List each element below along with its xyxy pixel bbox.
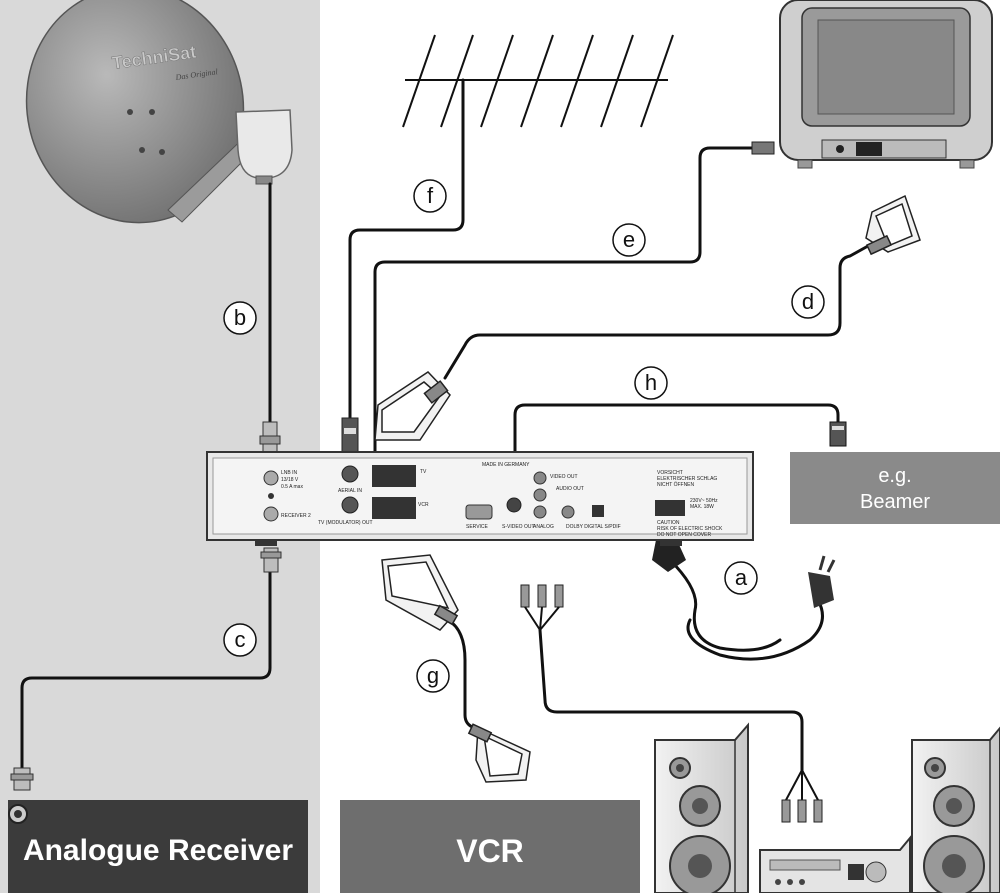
panel-vcr: VCR [418, 502, 429, 508]
beamer-label-line1: e.g. [878, 465, 911, 487]
connector-label-e: e [612, 223, 646, 257]
analogue-receiver-label: Analogue Receiver [23, 834, 293, 867]
svg-text:b: b [234, 305, 246, 330]
svg-text:g: g [427, 663, 439, 688]
panel-warning2: ELEKTRISCHER SCHLAG [657, 476, 717, 482]
connector-label-h: h [634, 366, 668, 400]
connector-label-b: b [223, 301, 257, 335]
panel-caution3: DO NOT OPEN COVER [657, 532, 711, 538]
vcr-label: VCR [456, 833, 524, 869]
panel-made-in: MADE IN GERMANY [482, 462, 530, 468]
coax-plug-lnb [259, 421, 281, 453]
connector-label-d: d [791, 285, 825, 319]
panel-aerial-in: AERIAL IN [338, 488, 362, 494]
connector-label-g: g [416, 659, 450, 693]
connector-label-a: a [724, 561, 758, 595]
panel-tv-modulator: TV (MODULATOR) OUT [318, 520, 373, 526]
power-plug-icon [652, 538, 836, 608]
vcr-box: VCR [340, 800, 640, 893]
scart-plug-g-receiver [381, 554, 459, 631]
scart-plug-g-vcr [467, 723, 531, 783]
panel-warning3: NICHT ÖFFNEN [657, 481, 695, 488]
svg-text:h: h [645, 370, 657, 395]
receiver-rear-panel: LNB IN 13/18 V 0.5 A max RECEIVER 2 AERI… [206, 451, 754, 546]
coax-plug-aerial [341, 417, 359, 453]
svg-text:a: a [735, 565, 748, 590]
panel-caution2: RISK OF ELECTRIC SHOCK [657, 526, 723, 532]
connector-label-c: c [223, 623, 257, 657]
rca-plugs-amplifier [781, 769, 823, 823]
panel-service: SERVICE [466, 524, 489, 530]
panel-lnb-spec2: 0.5 A max [281, 484, 303, 490]
cables [20, 78, 870, 772]
panel-analog: ANALOG [533, 524, 554, 530]
panel-warning1: VORSICHT [657, 470, 683, 476]
right-speaker-icon [911, 726, 1000, 893]
coax-plug-analogue-receiver [10, 767, 34, 791]
left-speaker-icon [654, 722, 749, 893]
beamer-label-line2: Beamer [860, 491, 930, 513]
panel-lnb-spec1: 13/18 V [281, 477, 299, 483]
beamer-plug [829, 421, 847, 447]
tv-cinch-plug [751, 141, 775, 155]
panel-dolby: DOLBY DIGITAL S/PDIF [566, 524, 621, 530]
scart-plug-d-receiver [374, 371, 451, 441]
panel-audio-out: AUDIO OUT [556, 486, 584, 492]
panel-receiver2: RECEIVER 2 [281, 513, 311, 519]
panel-video-out: VIDEO OUT [550, 474, 578, 480]
panel-svideo-out: S-VIDEO OUT [502, 524, 535, 530]
analogue-receiver-box: Analogue Receiver [8, 800, 308, 893]
svg-text:d: d [802, 289, 814, 314]
panel-power-spec2: MAX. 18W [690, 504, 714, 510]
beamer-box: e.g. Beamer [790, 452, 1000, 524]
panel-lnb-in: LNB IN [281, 470, 298, 476]
amplifier-icon [759, 835, 911, 893]
panel-caution1: CAUTION [657, 520, 680, 526]
coax-plug-receiver2 [260, 547, 282, 573]
connector-label-f: f [413, 179, 447, 213]
svg-text:e: e [623, 227, 635, 252]
panel-tv: TV [420, 469, 427, 475]
rca-plugs-receiver [520, 584, 564, 631]
terrestrial-antenna-icon [402, 34, 674, 128]
tv-icon [779, 0, 993, 169]
scart-plug-d-tv [865, 194, 921, 256]
panel-power-spec1: 230V~ 50Hz [690, 498, 718, 504]
svg-text:c: c [235, 627, 246, 652]
svg-text:f: f [427, 183, 434, 208]
satellite-dish-icon: TechniSat Das Original [25, 0, 293, 224]
